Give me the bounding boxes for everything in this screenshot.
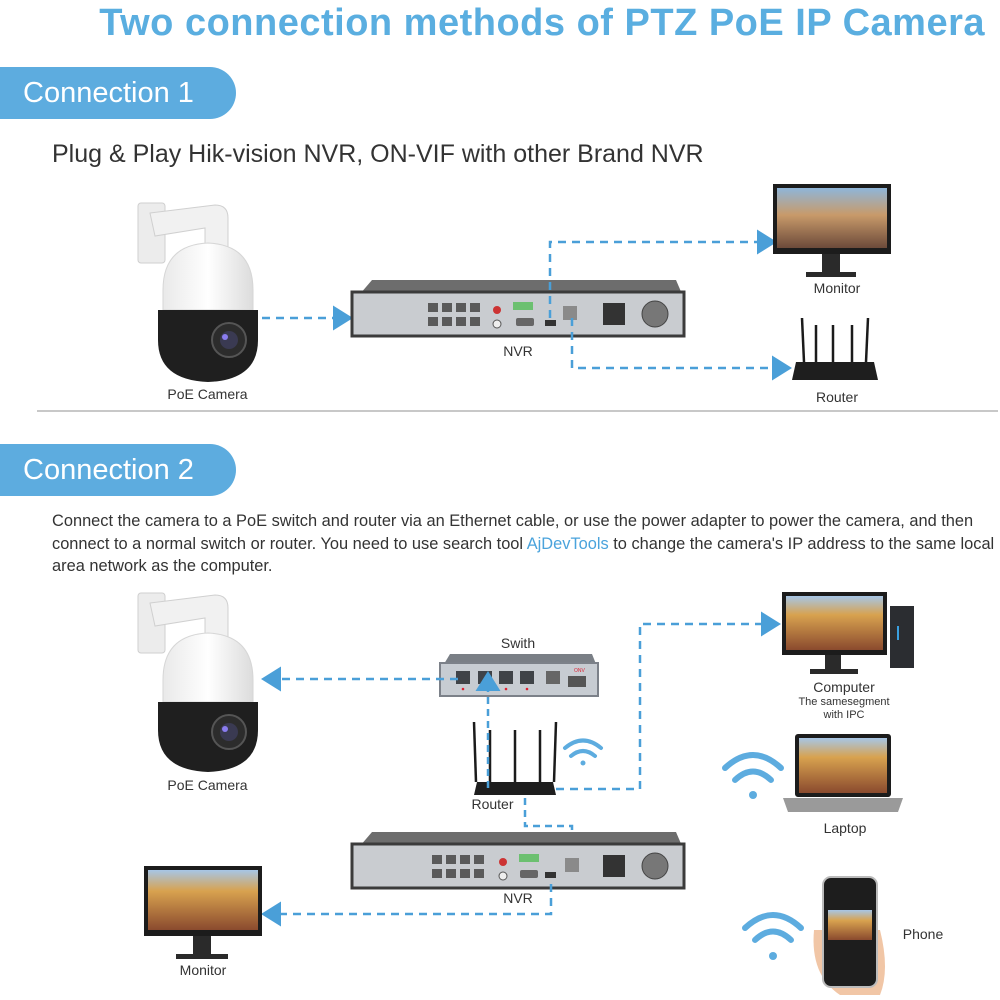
laptop-icon xyxy=(783,734,903,812)
computer-label: Computer xyxy=(813,679,875,695)
switch-label: Swith xyxy=(500,635,536,651)
nvr-2-label: NVR xyxy=(503,890,533,906)
poe-switch-icon: ONV xyxy=(439,654,599,697)
router-2-label: Router xyxy=(471,796,514,812)
description-text: Connect the camera to a PoE switch and r… xyxy=(52,512,974,553)
phone-label: Phone xyxy=(902,926,944,942)
svg-text:ONV: ONV xyxy=(574,668,586,674)
monitor-1-icon xyxy=(773,184,891,277)
connection-2-description: Connect the camera to a PoE switch and r… xyxy=(52,510,997,578)
nvr-1-label: NVR xyxy=(503,343,533,359)
camera-1-label: PoE Camera xyxy=(167,386,248,402)
router-wifi-icon xyxy=(563,738,603,766)
laptop-wifi-icon xyxy=(722,752,784,799)
computer-icon xyxy=(782,592,914,674)
ajdevtools-link[interactable]: AjDevTools xyxy=(526,534,609,553)
router-1-label: Router xyxy=(815,389,859,405)
router-2-icon xyxy=(472,721,558,795)
monitor-2-icon xyxy=(144,866,262,959)
laptop-label: Laptop xyxy=(823,820,867,836)
section-divider xyxy=(37,410,998,412)
description-text-end: to change the camera's IP address to the… xyxy=(52,534,995,576)
computer-note-line2: with IPC xyxy=(823,709,865,721)
nvr-1-icon xyxy=(350,280,686,338)
camera-2-label: PoE Camera xyxy=(167,777,248,793)
connection-2-badge: Connection 2 xyxy=(0,444,236,496)
poe-camera-2-icon xyxy=(137,592,258,772)
computer-note-line1: The samesegment xyxy=(798,696,890,708)
nvr-2-icon xyxy=(350,832,686,890)
phone-icon xyxy=(813,876,885,995)
monitor-2-label: Monitor xyxy=(179,962,227,978)
connection-1-badge: Connection 1 xyxy=(0,67,236,119)
router-1-icon xyxy=(792,317,878,380)
connection-1-subtitle: Plug & Play Hik-vision NVR, ON-VIF with … xyxy=(52,140,704,168)
monitor-1-label: Monitor xyxy=(813,280,861,296)
phone-wifi-icon xyxy=(742,912,804,960)
poe-camera-1-icon xyxy=(137,202,258,382)
page-title: Two connection methods of PTZ PoE IP Cam… xyxy=(99,2,985,44)
